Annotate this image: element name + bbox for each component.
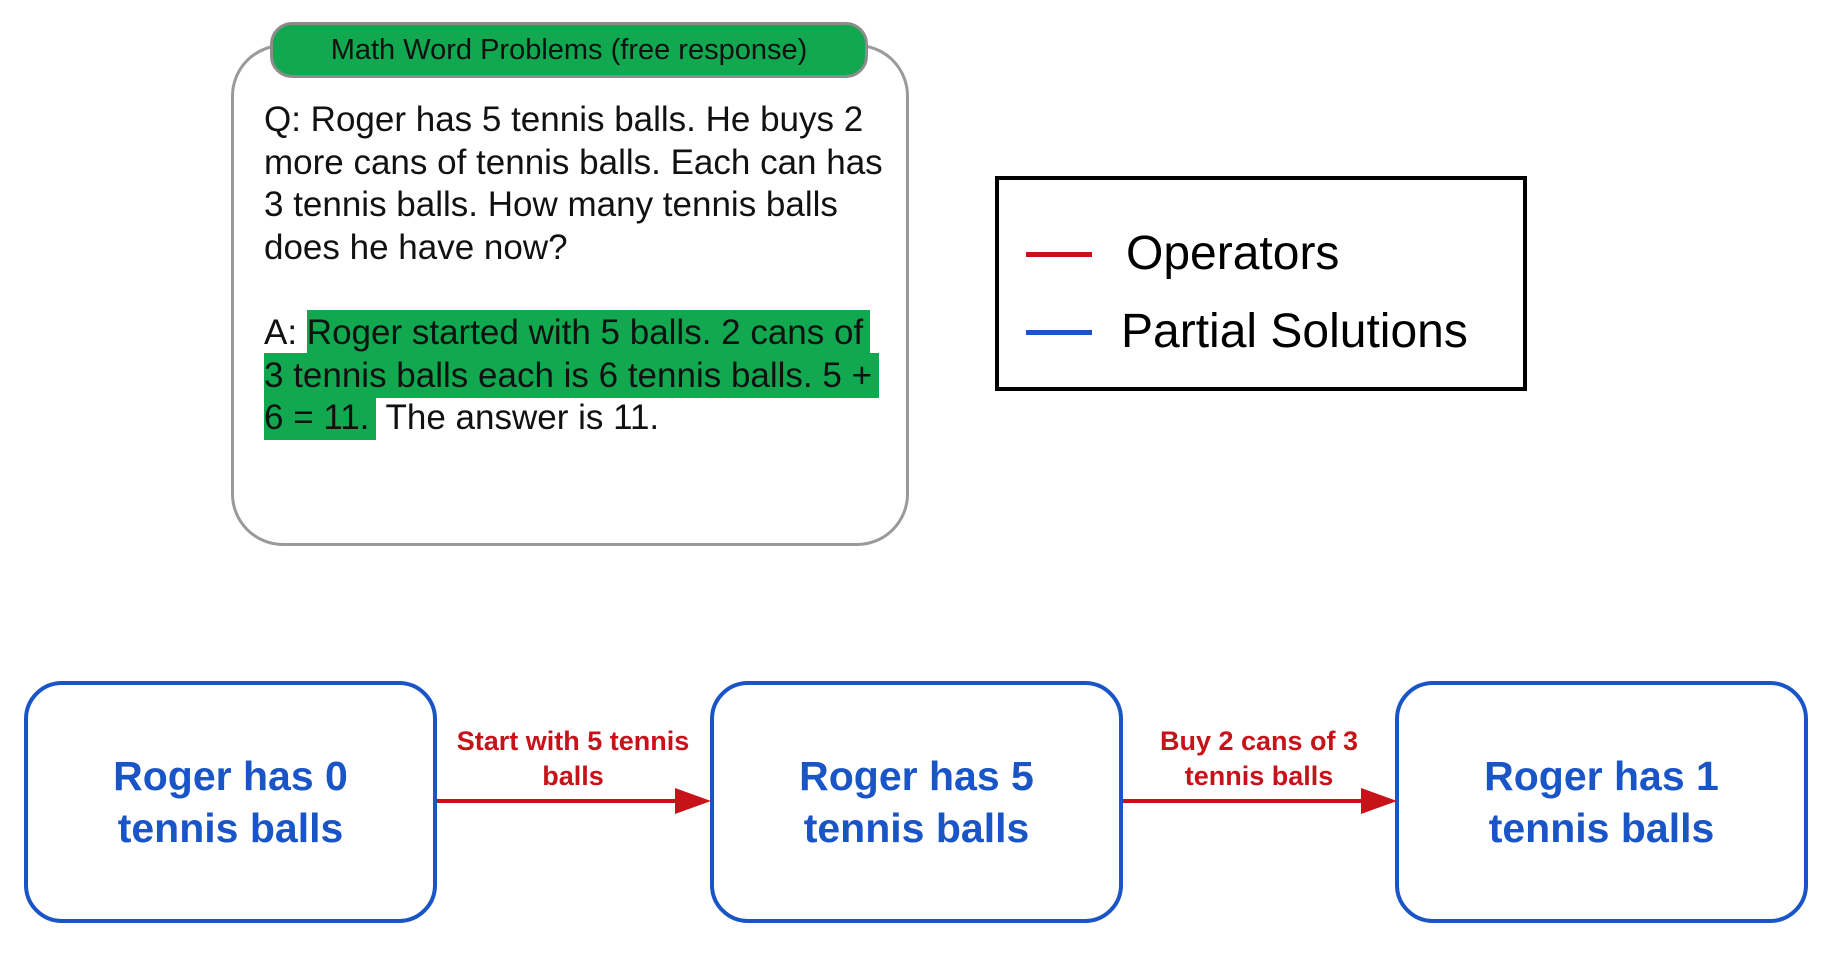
- edge-label: Buy 2 cans of 3 tennis balls: [1159, 726, 1359, 791]
- partial-solution-node-3: Roger has 1 tennis balls: [1395, 681, 1808, 923]
- operators-line-icon: [1026, 252, 1092, 257]
- problem-card: [231, 44, 909, 546]
- question-text: Q: Roger has 5 tennis balls. He buys 2 m…: [264, 100, 883, 267]
- legend-label: Operators: [1126, 227, 1340, 280]
- partial-solutions-line-icon: [1026, 330, 1092, 335]
- answer-prefix: A:: [264, 313, 307, 352]
- edge-line: [1123, 799, 1363, 803]
- answer-rest: The answer is 11.: [376, 398, 660, 437]
- edge-line: [437, 799, 677, 803]
- card-title: Math Word Problems (free response): [270, 22, 868, 78]
- partial-solution-node-2: Roger has 5 tennis balls: [710, 681, 1123, 923]
- legend-label: Partial Solutions: [1121, 305, 1468, 358]
- arrow-right-icon: [1361, 788, 1397, 814]
- node-label: Roger has 1 tennis balls: [1484, 753, 1719, 851]
- answer-text: A: Roger started with 5 balls. 2 cans of…: [264, 310, 884, 440]
- partial-solution-node-1: Roger has 0 tennis balls: [24, 681, 437, 923]
- node-label: Roger has 0 tennis balls: [113, 753, 348, 851]
- arrow-right-icon: [675, 788, 711, 814]
- edge-label: Start with 5 tennis balls: [456, 726, 690, 791]
- legend: Operators Partial Solutions: [995, 176, 1527, 391]
- node-label: Roger has 5 tennis balls: [799, 753, 1034, 851]
